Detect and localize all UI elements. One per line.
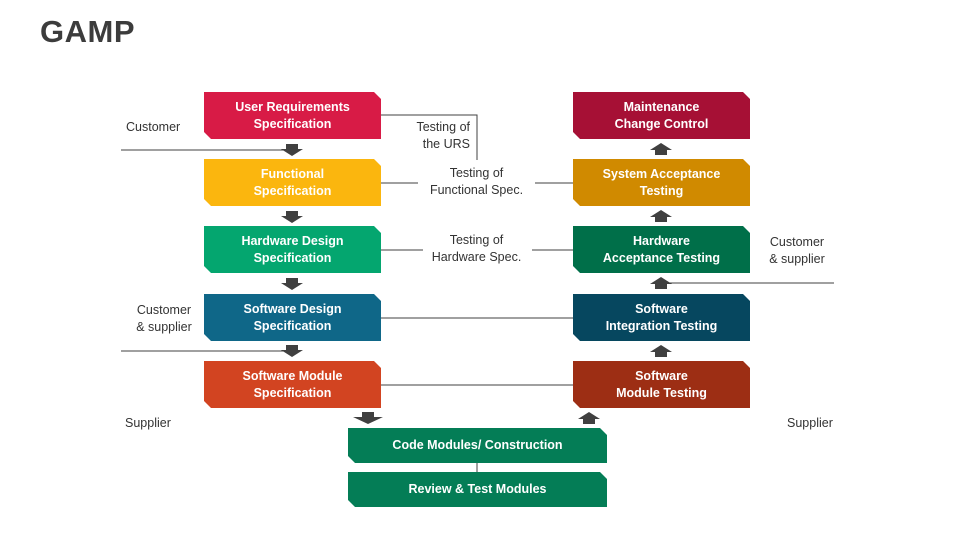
module-testing-box: Software Module Testing [573, 361, 750, 408]
arrow-down-1 [281, 144, 303, 156]
arrow-down-4 [281, 345, 303, 357]
arrow-up-1 [578, 412, 600, 424]
supplier-right-label: Supplier [787, 416, 833, 430]
system-acceptance-box: System Acceptance Testing [573, 159, 750, 206]
hardware-design-box: Hardware Design Specification [204, 226, 381, 273]
functional-spec-box: Functional Specification [204, 159, 381, 206]
code-modules-box: Code Modules/ Construction [348, 428, 607, 463]
testing-urs-label: Testing of the URS [416, 120, 470, 151]
hardware-acceptance-box: Hardware Acceptance Testing [573, 226, 750, 273]
urs-box: User Requirements Specification [204, 92, 381, 139]
customer-label: Customer [126, 120, 181, 134]
supplier-left-label: Supplier [125, 416, 171, 430]
arrow-down-3 [281, 278, 303, 290]
page-title: GAMP [40, 14, 135, 49]
customer-supplier-left-label: Customer & supplier [136, 303, 192, 334]
maintenance-box: Maintenance Change Control [573, 92, 750, 139]
review-test-box: Review & Test Modules [348, 472, 607, 507]
software-design-box: Software Design Specification [204, 294, 381, 341]
arrow-up-5 [650, 143, 672, 155]
arrow-down-5 [353, 412, 383, 424]
arrow-up-4 [650, 210, 672, 222]
testing-functional-label: Testing of Functional Spec. [429, 166, 524, 197]
testing-hardware-label: Testing of Hardware Spec. [431, 233, 522, 264]
urs-test-connector [381, 114, 478, 160]
customer-supplier-right-label: Customer & supplier [769, 235, 825, 266]
arrow-down-2 [281, 211, 303, 223]
software-module-spec-box: Software Module Specification [204, 361, 381, 408]
arrow-up-3 [650, 277, 672, 289]
arrow-up-2 [650, 345, 672, 357]
integration-testing-box: Software Integration Testing [573, 294, 750, 341]
